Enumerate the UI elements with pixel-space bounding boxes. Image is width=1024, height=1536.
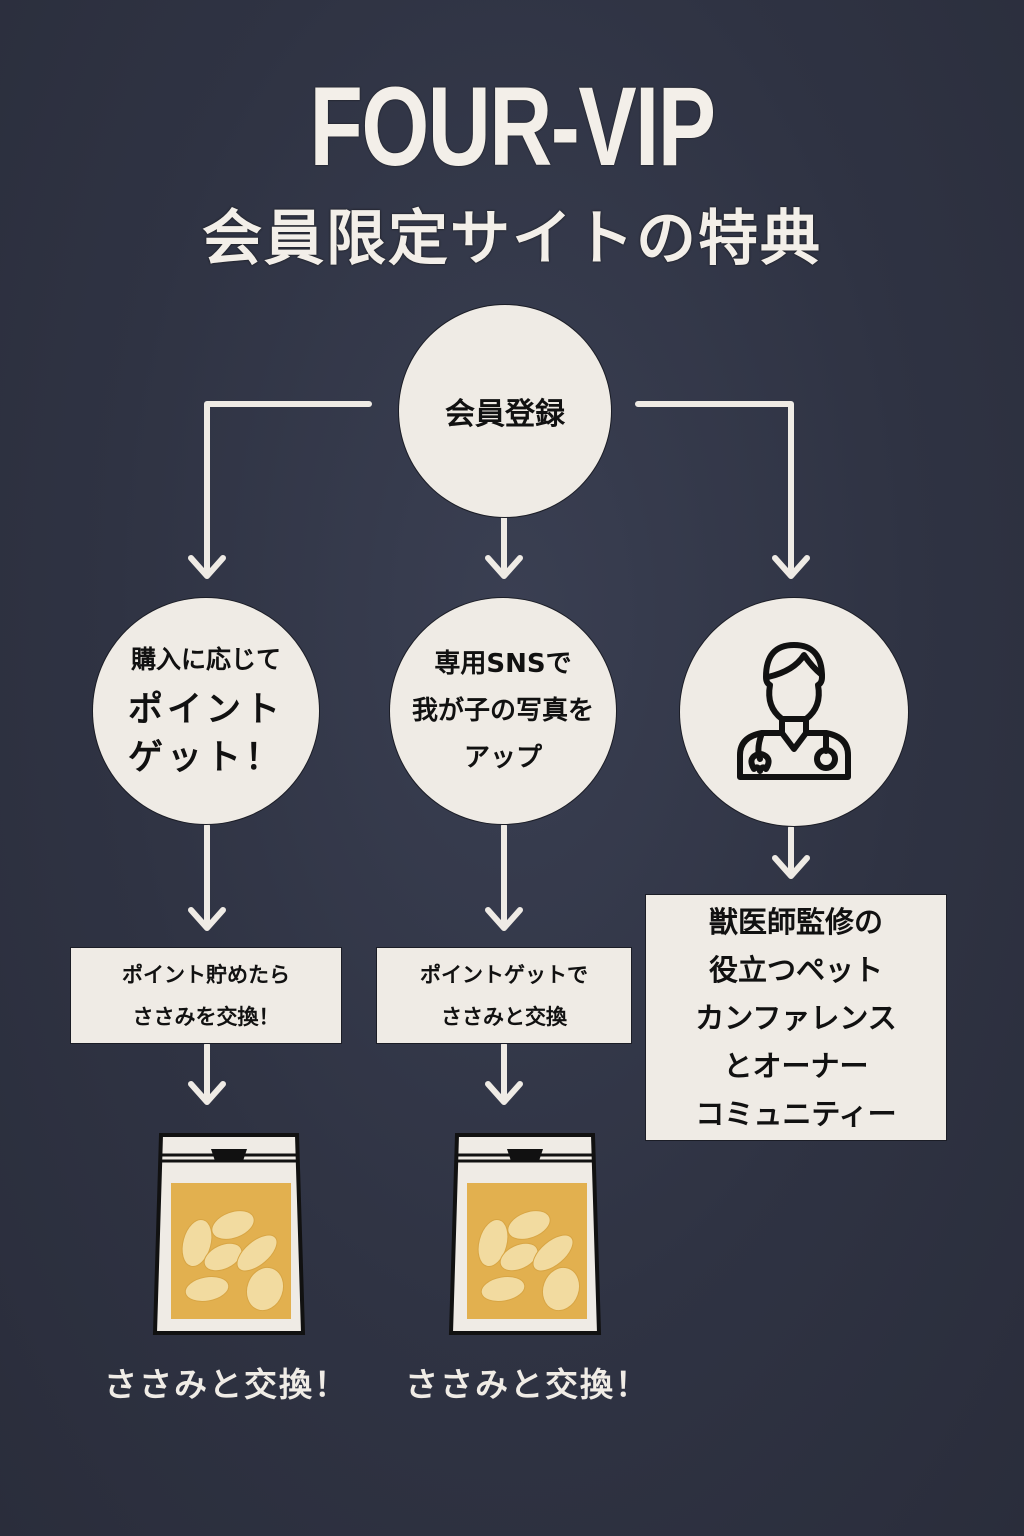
veterinarian-node — [680, 598, 908, 826]
arrowhead-right-2 — [772, 855, 810, 879]
points-box-line-2: ささみを交換！ — [132, 1004, 280, 1029]
sns-box-line-2: ささみと交換 — [441, 1004, 567, 1029]
member-registration-node: 会員登録 — [399, 305, 611, 517]
arrowhead-left-1 — [188, 555, 226, 579]
points-caption: ささみと交換！ — [104, 1365, 349, 1404]
arrowhead-right-1 — [772, 555, 810, 579]
points-node-line-2: ポイント — [127, 690, 284, 730]
sasami-treat-bag-icon — [152, 1133, 306, 1335]
sns-photo-node: 専用SNSで 我が子の写真を アップ — [390, 598, 616, 824]
arrowhead-middle-3 — [485, 1081, 523, 1105]
connector-root-to-left — [204, 401, 372, 575]
sns-caption: ささみと交換！ — [405, 1365, 650, 1404]
sns-box-line-1: ポイントゲットで — [420, 962, 588, 987]
vet-box-line-1: 獣医師監修の — [708, 904, 883, 939]
points-node-line-1: 購入に応じて — [130, 645, 281, 674]
points-node-line-3: ゲット！ — [127, 738, 284, 778]
vet-box-line-2: 役立つペット — [708, 952, 883, 987]
points-purchase-node: 購入に応じて ポイント ゲット！ — [93, 598, 319, 824]
arrowhead-middle-2 — [485, 907, 523, 931]
arrowhead-middle-1 — [485, 555, 523, 579]
sns-node-line-2: 我が子の写真を — [411, 695, 594, 726]
sns-node-line-3: アップ — [463, 742, 542, 773]
vet-box-line-4: とオーナー — [723, 1048, 869, 1083]
arrowhead-left-3 — [188, 1081, 226, 1105]
vet-box-line-3: カンファレンス — [695, 1000, 897, 1035]
sasami-treat-bag-icon — [448, 1133, 602, 1335]
vet-box-line-5: コミュニティー — [695, 1096, 897, 1131]
arrowhead-left-2 — [188, 907, 226, 931]
page-title: FOUR-VIP — [309, 64, 716, 189]
page-subtitle: 会員限定サイトの特典 — [202, 204, 822, 274]
member-registration-label: 会員登録 — [445, 397, 565, 432]
points-box-line-1: ポイント貯めたら — [122, 962, 290, 987]
veterinarian-icon — [737, 642, 851, 780]
connector-root-to-right — [635, 401, 794, 575]
sns-node-line-1: 専用SNSで — [434, 648, 572, 679]
points-exchange-box: ポイント貯めたら ささみを交換！ — [71, 948, 341, 1043]
sns-exchange-box: ポイントゲットで ささみと交換 — [377, 948, 631, 1043]
vet-conference-box: 獣医師監修の 役立つペット カンファレンス とオーナー コミュニティー — [646, 895, 946, 1140]
